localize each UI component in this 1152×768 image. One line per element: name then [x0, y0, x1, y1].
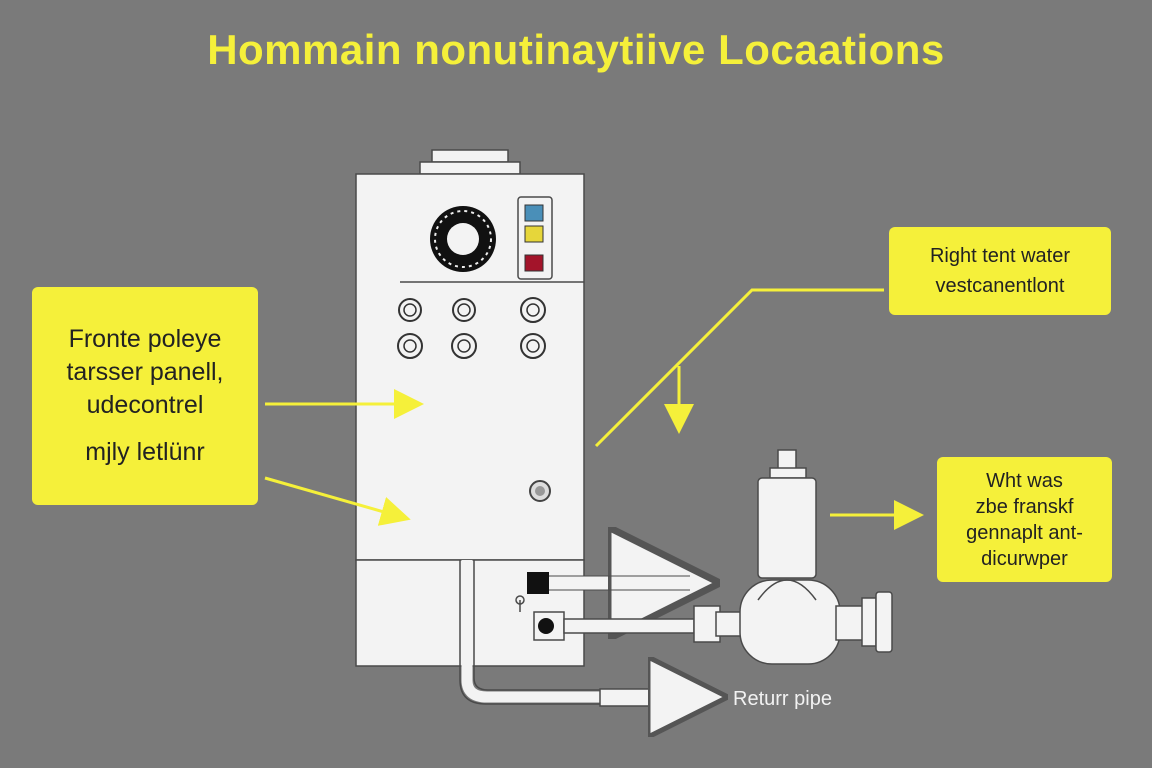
knob-icon	[452, 298, 476, 322]
arrow-left-lower	[264, 476, 411, 526]
knob-icon	[520, 297, 546, 323]
control-knobs	[397, 297, 546, 359]
callout-line: dicurwper	[981, 547, 1068, 570]
callout-right-bottom: Wht was zbe franskf gennaplt ant- dicurw…	[937, 457, 1112, 582]
diagram-title: Hommain nonutinaytiive Locaations	[207, 26, 945, 73]
callout-arrows	[264, 288, 924, 530]
knob-icon	[397, 333, 423, 359]
callout-line: gennaplt ant-	[966, 521, 1083, 544]
callout-line: Fronte poleye	[68, 325, 222, 353]
callout-line: Wht was	[986, 469, 1063, 492]
callout-line: vestcanentlont	[935, 275, 1065, 297]
knob-icon	[451, 333, 477, 359]
callout-line: udecontrel	[86, 391, 204, 419]
callout-front-panel: Fronte poleye tarsser panell, udecontrel…	[32, 287, 258, 505]
callout-line: zbe franskf	[975, 495, 1074, 518]
drain-pipe	[459, 560, 600, 705]
arrow-right-top-leader	[594, 288, 884, 448]
callout-line: mjly letlünr	[85, 438, 205, 466]
reset-button-icon	[529, 480, 551, 502]
knob-icon	[520, 333, 546, 359]
indicator-panel	[517, 196, 553, 280]
boiler-top-vent	[431, 149, 509, 163]
main-dial-icon	[430, 206, 496, 272]
callout-line: Right tent water	[929, 245, 1071, 267]
callout-line: tarsser panell,	[66, 358, 224, 386]
callout-right-top: Right tent water vestcanentlont	[889, 227, 1111, 315]
pump-assembly	[693, 449, 893, 665]
return-pipe-label: Returr pipe	[733, 688, 832, 710]
knob-icon	[398, 298, 422, 322]
